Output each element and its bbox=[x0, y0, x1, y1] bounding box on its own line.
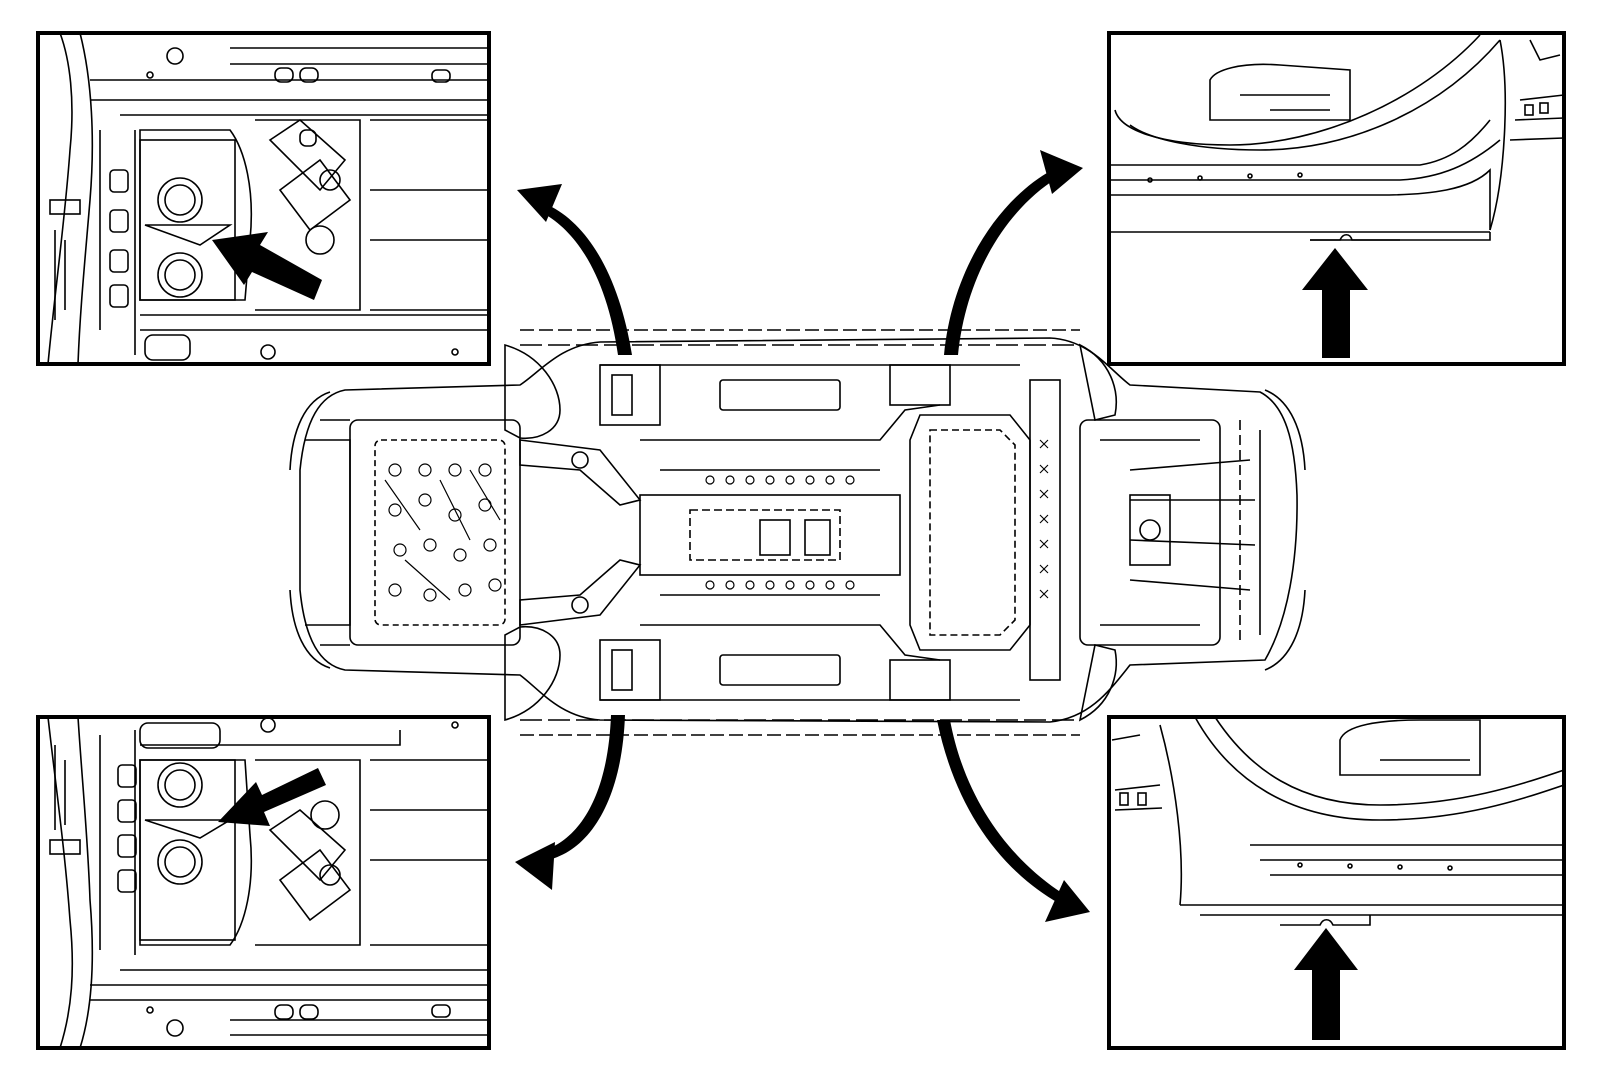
up-arrow-icon bbox=[1302, 248, 1368, 358]
wheel-arch bbox=[1114, 34, 1481, 146]
diagonal-arrow-icon-bl bbox=[515, 715, 625, 890]
callout-arrows bbox=[515, 150, 1090, 922]
center-tunnel bbox=[639, 494, 901, 576]
rear-right-wheel bbox=[1078, 644, 1117, 722]
front-right-jack-bracket bbox=[599, 639, 661, 701]
diagonal-arrow-icon-tl bbox=[517, 184, 632, 355]
body-outline bbox=[299, 337, 1298, 723]
diagonal-arrow-icon-br bbox=[937, 720, 1090, 922]
front-left-jack-bracket bbox=[599, 364, 661, 426]
diagonal-arrow-icon bbox=[212, 232, 322, 300]
rear-subframe bbox=[1079, 419, 1221, 646]
rear-left-jack-bracket bbox=[889, 364, 951, 406]
up-arrow-icon bbox=[1294, 928, 1358, 1040]
detail-front-left bbox=[36, 31, 491, 366]
detail-front-right bbox=[1107, 31, 1566, 366]
wheel-arch bbox=[1194, 717, 1564, 821]
vehicle-underbody bbox=[289, 329, 1306, 736]
front-left-wheel bbox=[504, 343, 561, 439]
jack-pad-hole-upper bbox=[157, 762, 203, 808]
jack-pad-hole-upper bbox=[157, 177, 203, 223]
jack-pad-hole-lower bbox=[157, 252, 203, 298]
detail-rear-right bbox=[1107, 715, 1566, 1050]
jack-pad-hole-lower bbox=[157, 839, 203, 885]
rear-left-wheel bbox=[1078, 343, 1117, 421]
detail-rear-left bbox=[36, 715, 491, 1050]
jack-notch bbox=[1280, 915, 1371, 926]
rear-right-jack-bracket bbox=[889, 659, 951, 701]
fuel-tank bbox=[909, 414, 1031, 651]
diagonal-arrow-icon-tr bbox=[944, 150, 1083, 355]
front-right-wheel bbox=[504, 626, 561, 722]
jack-notch bbox=[1310, 233, 1400, 241]
diagonal-arrow-icon bbox=[218, 768, 326, 826]
